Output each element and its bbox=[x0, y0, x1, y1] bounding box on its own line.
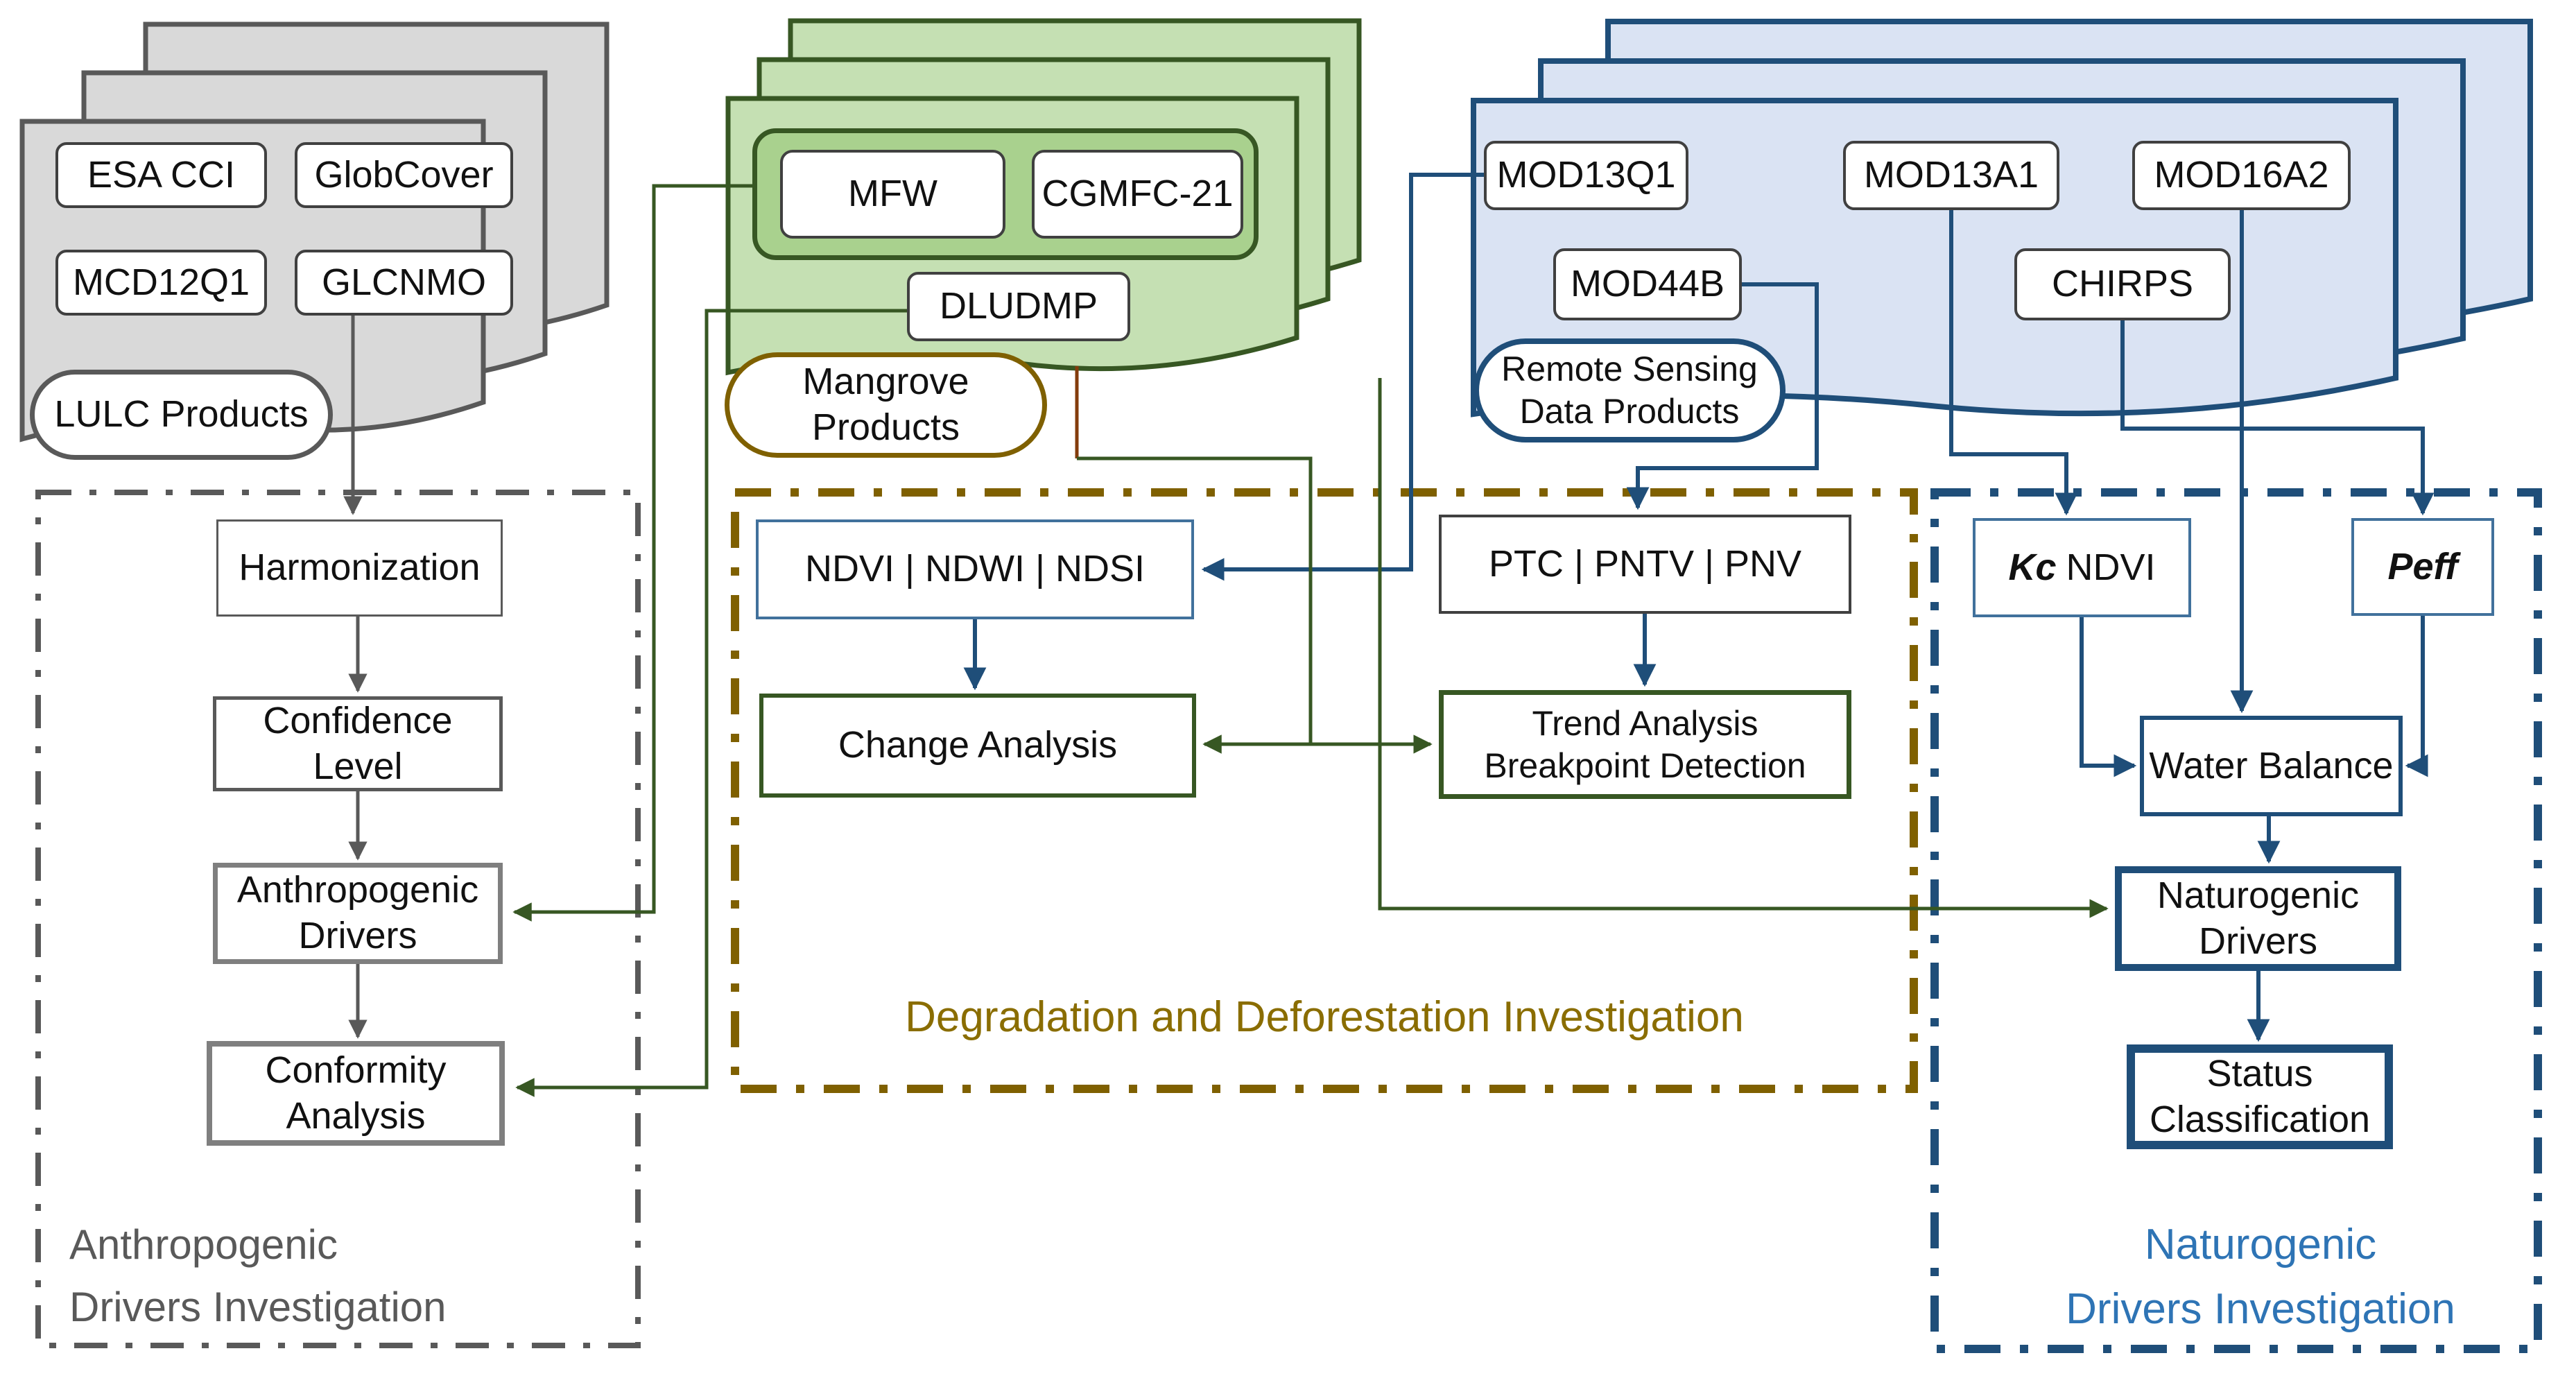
naturogenic-section-border bbox=[1930, 488, 2542, 1353]
node-harmonization: Harmonization bbox=[216, 519, 503, 617]
arrow-mfw-to-anthropogenic bbox=[512, 184, 770, 922]
node-ptc-pntv-pnv: PTC | PNTV | PNV bbox=[1439, 515, 1851, 614]
product-cgmfc21: CGMFC-21 bbox=[1032, 150, 1243, 239]
degradation-section-label: Degradation and Deforestation Investigat… bbox=[905, 993, 1744, 1041]
node-change-analysis: Change Analysis bbox=[759, 694, 1196, 798]
product-mfw: MFW bbox=[780, 150, 1005, 239]
kc-rest-text: NDVI bbox=[2066, 546, 2156, 588]
node-indices: NDVI | NDWI | NDSI bbox=[756, 519, 1194, 619]
product-mod44b: MOD44B bbox=[1553, 248, 1742, 320]
line-mangrove-to-analyses bbox=[1077, 456, 1313, 743]
arrow-kcndvi-to-water bbox=[2080, 617, 2137, 777]
product-glcnmo: GLCNMO bbox=[295, 250, 513, 316]
arrow-mod13q1-to-indices bbox=[1201, 173, 1484, 581]
lulc-products-label: LULC Products bbox=[30, 370, 333, 460]
arrow-mangrove-to-naturogenic bbox=[1378, 378, 2109, 918]
node-status-classification: Status Classification bbox=[2127, 1044, 2393, 1149]
remote-sensing-products-label: Remote Sensing Data Products bbox=[1473, 338, 1786, 442]
remote-sensing-page-stack bbox=[1471, 19, 2533, 418]
naturogenic-section-label: Naturogenic Drivers Investigation bbox=[2066, 1221, 2455, 1333]
product-mod13q1: MOD13Q1 bbox=[1484, 141, 1688, 210]
arrow-mod44b-to-ptc bbox=[1626, 282, 1819, 510]
node-water-balance: Water Balance bbox=[2140, 716, 2403, 816]
product-mcd12q1: MCD12Q1 bbox=[55, 250, 267, 316]
node-peff: Peff bbox=[2351, 518, 2494, 616]
degradation-section-border bbox=[731, 488, 1918, 1093]
node-anthropogenic-drivers: Anthropogenic Drivers bbox=[213, 863, 503, 964]
kc-italic-text: Kc bbox=[2008, 546, 2057, 588]
product-globcover: GlobCover bbox=[295, 142, 513, 208]
product-mod16a2: MOD16A2 bbox=[2132, 141, 2351, 210]
product-chirps: CHIRPS bbox=[2014, 248, 2231, 320]
arrow-peff-to-water bbox=[2405, 616, 2428, 777]
node-kc-ndvi: Kc NDVI bbox=[1973, 518, 2191, 617]
mangrove-products-label: Mangrove Products bbox=[725, 352, 1047, 458]
arrow-chirps-to-peff bbox=[2120, 320, 2435, 516]
product-esa-cci: ESA CCI bbox=[55, 142, 267, 208]
anthropogenic-section-label: Anthropogenic Drivers Investigation bbox=[69, 1221, 447, 1330]
node-naturogenic-drivers: Naturogenic Drivers bbox=[2115, 866, 2401, 971]
product-dludmp: DLUDMP bbox=[907, 272, 1130, 341]
node-conformity-analysis: Conformity Analysis bbox=[207, 1041, 505, 1146]
node-confidence-level: Confidence Level bbox=[213, 696, 503, 791]
product-mod13a1: MOD13A1 bbox=[1843, 141, 2059, 210]
arrow-dludmp-to-conformity bbox=[515, 309, 907, 1097]
arrow-mod13a1-to-kcndvi bbox=[1949, 210, 2078, 516]
node-trend-analysis: Trend Analysis Breakpoint Detection bbox=[1439, 690, 1851, 799]
